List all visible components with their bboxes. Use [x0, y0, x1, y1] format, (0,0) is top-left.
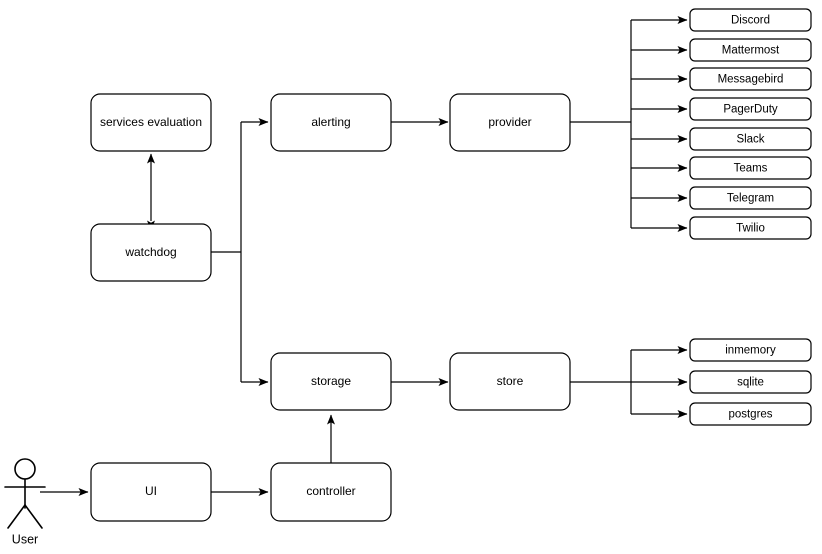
leaf-discord-label: Discord — [731, 15, 770, 27]
node-provider-shape — [449, 93, 571, 152]
leaf-pagerduty-shape — [689, 97, 812, 121]
actor-user-label: User — [12, 532, 38, 546]
node-provider[interactable]: provider — [449, 93, 571, 152]
leaf-postgres-shape — [689, 402, 812, 426]
leaf-messagebird-label: Messagebird — [718, 74, 784, 86]
leaf-postgres[interactable]: postgres — [689, 402, 812, 426]
node-alerting[interactable]: alerting — [270, 93, 392, 152]
node-alerting-shape — [270, 93, 392, 152]
node-provider-label: provider — [488, 115, 531, 129]
actor-user[interactable]: User — [4, 458, 46, 546]
leaf-inmemory-shape — [689, 338, 812, 362]
leaf-inmemory[interactable]: inmemory — [689, 338, 812, 362]
leaf-messagebird-shape — [689, 67, 812, 91]
leaf-telegram-shape — [689, 186, 812, 210]
node-ui-label: UI — [145, 484, 157, 498]
leaf-slack[interactable]: Slack — [689, 127, 812, 151]
leaf-teams[interactable]: Teams — [689, 156, 812, 180]
leaf-telegram-label: Telegram — [727, 193, 774, 205]
leaf-pagerduty[interactable]: PagerDuty — [689, 97, 812, 121]
node-watchdog[interactable]: watchdog — [90, 223, 212, 282]
node-store-shape — [449, 352, 571, 411]
leaf-mattermost-label: Mattermost — [722, 45, 780, 57]
node-controller-shape — [270, 462, 392, 522]
leaf-messagebird[interactable]: Messagebird — [689, 67, 812, 91]
node-controller-label: controller — [306, 484, 355, 498]
node-watchdog-shape — [90, 223, 212, 282]
leaf-mattermost[interactable]: Mattermost — [689, 38, 812, 62]
leaf-sqlite-label: sqlite — [737, 377, 764, 389]
actor-head-icon — [14, 458, 36, 480]
node-store-label: store — [497, 374, 524, 388]
node-ui-shape — [90, 462, 212, 522]
node-controller[interactable]: controller — [270, 462, 392, 522]
leaf-sqlite[interactable]: sqlite — [689, 370, 812, 394]
node-ui[interactable]: UI — [90, 462, 212, 522]
node-store[interactable]: store — [449, 352, 571, 411]
node-alerting-label: alerting — [311, 115, 350, 129]
leaf-discord-shape — [689, 8, 812, 32]
node-services-evaluation-shape — [90, 93, 212, 152]
node-storage-shape — [270, 352, 392, 411]
leaf-inmemory-label: inmemory — [725, 345, 776, 357]
leaf-twilio[interactable]: Twilio — [689, 216, 812, 240]
leaf-postgres-label: postgres — [728, 409, 772, 421]
leaf-teams-label: Teams — [734, 163, 768, 175]
leaf-slack-shape — [689, 127, 812, 151]
node-storage[interactable]: storage — [270, 352, 392, 411]
leaf-twilio-label: Twilio — [736, 223, 765, 235]
leaf-mattermost-shape — [689, 38, 812, 62]
node-services-evaluation-label: services evaluation — [100, 115, 202, 129]
node-services-evaluation[interactable]: services evaluation — [90, 93, 212, 152]
leaf-twilio-shape — [689, 216, 812, 240]
node-storage-label: storage — [311, 374, 351, 388]
node-watchdog-label: watchdog — [124, 245, 176, 259]
leaf-pagerduty-label: PagerDuty — [723, 104, 778, 116]
leaf-discord[interactable]: Discord — [689, 8, 812, 32]
actor-leg-right — [24, 504, 43, 529]
leaf-sqlite-shape — [689, 370, 812, 394]
leaf-teams-shape — [689, 156, 812, 180]
leaf-slack-label: Slack — [736, 134, 764, 146]
actor-leg-left — [7, 504, 26, 529]
leaf-telegram[interactable]: Telegram — [689, 186, 812, 210]
